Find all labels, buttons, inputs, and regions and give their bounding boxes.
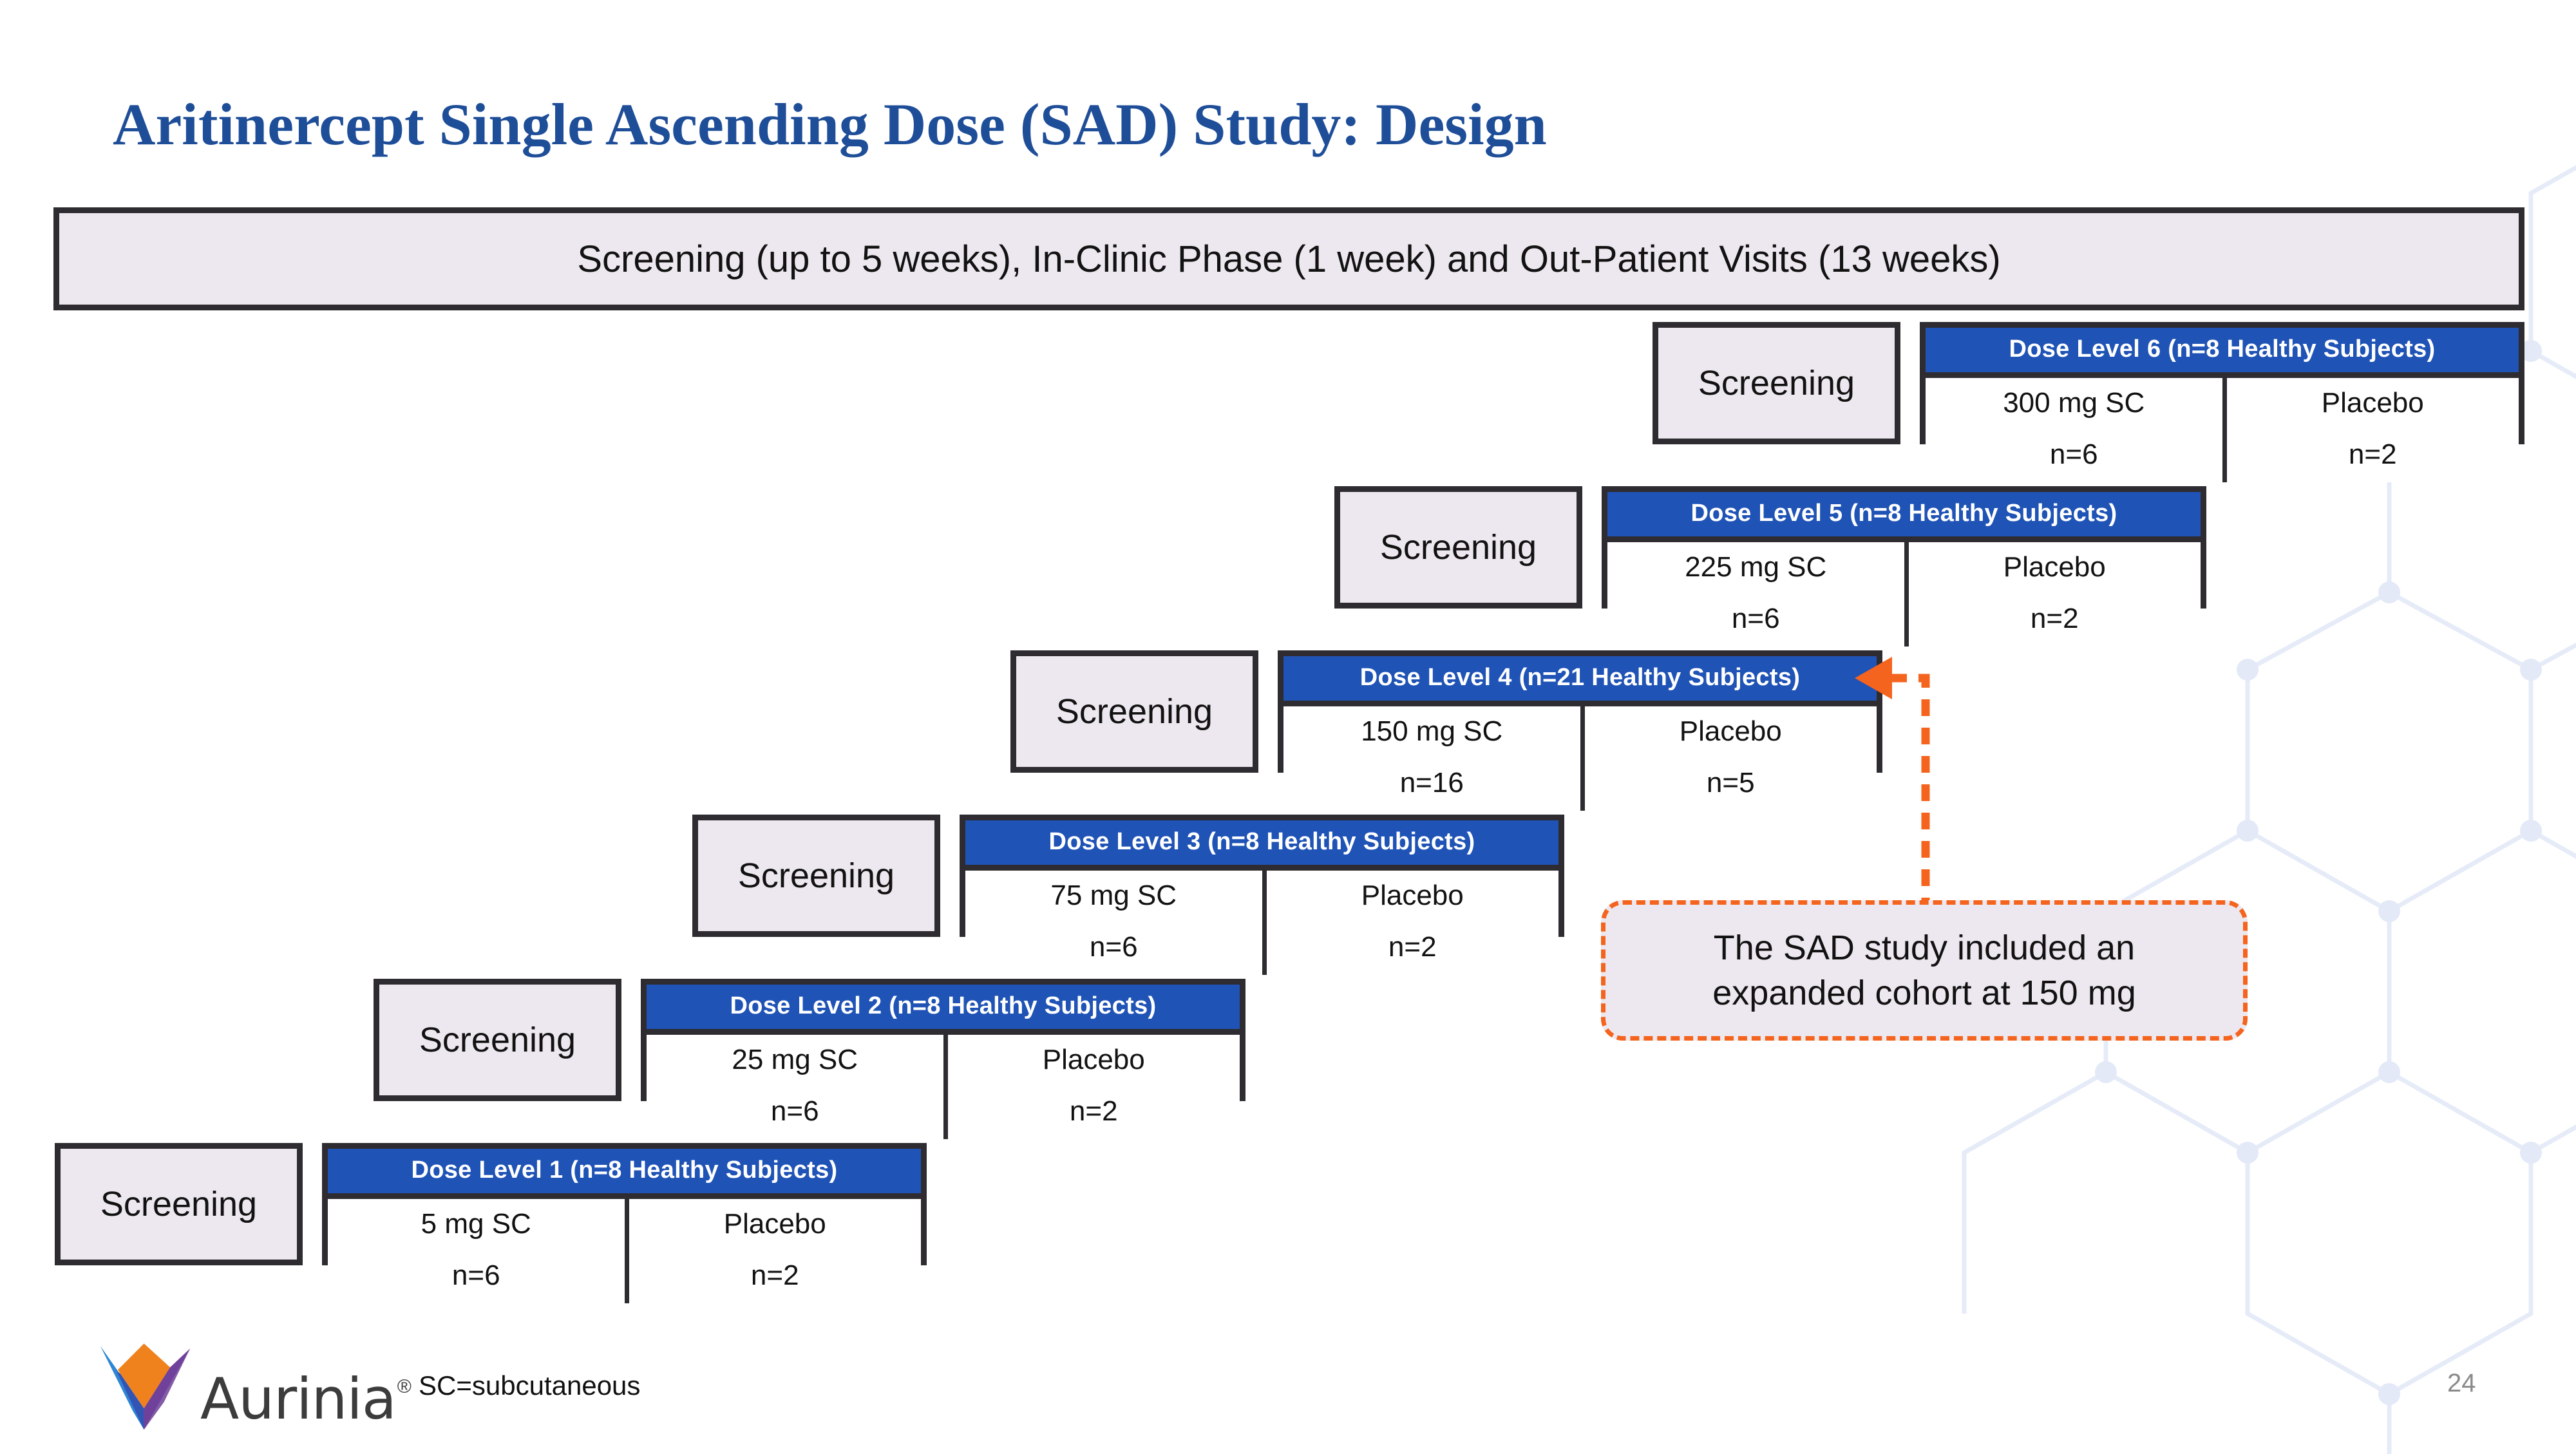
arm-n-label: n=2 bbox=[2348, 439, 2397, 470]
screening-box-dose-level-6: Screening bbox=[1653, 322, 1900, 444]
dose-header-5: Dose Level 5 (n=8 Healthy Subjects) bbox=[1607, 492, 2201, 542]
dose-arm-active-2: 25 mg SC n=6 bbox=[647, 1035, 943, 1139]
dose-arm-active-6: 300 mg SC n=6 bbox=[1926, 378, 2222, 482]
arm-n-label: n=2 bbox=[750, 1260, 799, 1291]
dose-arm-active-3: 75 mg SC n=6 bbox=[965, 871, 1262, 975]
dose-arm-active-5: 225 mg SC n=6 bbox=[1607, 542, 1904, 647]
dose-arm-placebo-1: Placebo n=2 bbox=[624, 1199, 921, 1303]
abbreviation-note: SC=subcutaneous bbox=[419, 1370, 641, 1401]
arm-n-label: n=6 bbox=[770, 1095, 819, 1127]
dose-arm-active-4: 150 mg SC n=16 bbox=[1283, 706, 1580, 811]
callout-line-1: The SAD study included an bbox=[1713, 928, 2136, 967]
arm-n-label: n=6 bbox=[1089, 931, 1138, 963]
dose-block-5: Dose Level 5 (n=8 Healthy Subjects) 225 … bbox=[1602, 486, 2206, 647]
expanded-cohort-callout: The SAD study included an expanded cohor… bbox=[1601, 900, 2248, 1041]
dose-header-1: Dose Level 1 (n=8 Healthy Subjects) bbox=[328, 1149, 921, 1199]
arm-dose-label: 225 mg SC bbox=[1685, 551, 1827, 583]
dose-block-2: Dose Level 2 (n=8 Healthy Subjects) 25 m… bbox=[641, 979, 1245, 1139]
arm-dose-label: 5 mg SC bbox=[421, 1208, 531, 1240]
dose-arm-active-1: 5 mg SC n=6 bbox=[328, 1199, 625, 1303]
screening-box-dose-level-3: Screening bbox=[692, 815, 940, 937]
arm-dose-label: Placebo bbox=[2321, 387, 2424, 419]
dose-block-6: Dose Level 6 (n=8 Healthy Subjects) 300 … bbox=[1920, 322, 2524, 482]
arm-dose-label: 75 mg SC bbox=[1050, 880, 1177, 911]
arm-n-label: n=2 bbox=[1069, 1095, 1118, 1127]
screening-label: Screening bbox=[1698, 364, 1855, 402]
dose-arms-3: 75 mg SC n=6 Placebo n=2 bbox=[965, 871, 1558, 975]
dose-arm-placebo-4: Placebo n=5 bbox=[1580, 706, 1877, 811]
screening-box-dose-level-1: Screening bbox=[55, 1143, 303, 1265]
dose-arm-placebo-2: Placebo n=2 bbox=[943, 1035, 1240, 1139]
dose-arm-placebo-5: Placebo n=2 bbox=[1904, 542, 2201, 647]
arm-dose-label: Placebo bbox=[723, 1208, 826, 1240]
page-title: Aritinercept Single Ascending Dose (SAD)… bbox=[113, 91, 1547, 157]
arm-dose-label: Placebo bbox=[2003, 551, 2106, 583]
arm-n-label: n=2 bbox=[2030, 603, 2079, 634]
screening-label: Screening bbox=[1056, 692, 1213, 731]
cohort-row-dose-level-1: Screening Dose Level 1 (n=8 Healthy Subj… bbox=[55, 1143, 927, 1303]
arm-n-label: n=5 bbox=[1706, 767, 1755, 798]
dose-arms-4: 150 mg SC n=16 Placebo n=5 bbox=[1283, 706, 1877, 811]
dose-header-3: Dose Level 3 (n=8 Healthy Subjects) bbox=[965, 820, 1558, 871]
arm-n-label: n=6 bbox=[451, 1260, 500, 1291]
cohort-row-dose-level-6: Screening Dose Level 6 (n=8 Healthy Subj… bbox=[1653, 322, 2524, 482]
study-phase-banner-text: Screening (up to 5 weeks), In-Clinic Pha… bbox=[577, 238, 2001, 280]
arm-n-label: n=6 bbox=[1731, 603, 1780, 634]
arm-dose-label: Placebo bbox=[1679, 715, 1782, 747]
screening-label: Screening bbox=[1379, 528, 1537, 567]
dose-block-3: Dose Level 3 (n=8 Healthy Subjects) 75 m… bbox=[960, 815, 1564, 975]
screening-box-dose-level-2: Screening bbox=[374, 979, 621, 1101]
cohort-row-dose-level-4: Screening Dose Level 4 (n=21 Healthy Sub… bbox=[1010, 650, 1882, 811]
registered-trademark-symbol: ® bbox=[397, 1376, 412, 1397]
screening-box-dose-level-5: Screening bbox=[1334, 486, 1582, 609]
screening-box-dose-level-4: Screening bbox=[1010, 650, 1258, 773]
arm-dose-label: 300 mg SC bbox=[2003, 387, 2145, 419]
arm-n-label: n=2 bbox=[1388, 931, 1437, 963]
cohort-row-dose-level-5: Screening Dose Level 5 (n=8 Healthy Subj… bbox=[1334, 486, 2206, 647]
dose-arm-placebo-3: Placebo n=2 bbox=[1262, 871, 1558, 975]
dose-arms-1: 5 mg SC n=6 Placebo n=2 bbox=[328, 1199, 921, 1303]
aurinia-logo: Aurinia ® bbox=[95, 1332, 430, 1431]
arm-dose-label: Placebo bbox=[1361, 880, 1464, 911]
arm-dose-label: Placebo bbox=[1042, 1044, 1145, 1075]
study-phase-banner: Screening (up to 5 weeks), In-Clinic Pha… bbox=[53, 207, 2524, 310]
dose-header-2: Dose Level 2 (n=8 Healthy Subjects) bbox=[647, 985, 1240, 1035]
arm-n-label: n=6 bbox=[2049, 439, 2098, 470]
dose-block-4: Dose Level 4 (n=21 Healthy Subjects) 150… bbox=[1278, 650, 1882, 811]
aurinia-tulip-logo-icon bbox=[100, 1343, 191, 1430]
dose-header-6: Dose Level 6 (n=8 Healthy Subjects) bbox=[1926, 328, 2519, 378]
dose-arms-2: 25 mg SC n=6 Placebo n=2 bbox=[647, 1035, 1240, 1139]
dose-block-1: Dose Level 1 (n=8 Healthy Subjects) 5 mg… bbox=[322, 1143, 927, 1303]
screening-label: Screening bbox=[737, 856, 895, 895]
arm-dose-label: 25 mg SC bbox=[732, 1044, 858, 1075]
callout-line-2: expanded cohort at 150 mg bbox=[1712, 974, 2136, 1012]
page-number: 24 bbox=[2447, 1369, 2476, 1397]
aurinia-wordmark: Aurinia bbox=[200, 1366, 397, 1432]
arm-n-label: n=16 bbox=[1399, 767, 1464, 798]
dose-header-4: Dose Level 4 (n=21 Healthy Subjects) bbox=[1283, 656, 1877, 706]
cohort-row-dose-level-3: Screening Dose Level 3 (n=8 Healthy Subj… bbox=[692, 815, 1564, 975]
screening-label: Screening bbox=[419, 1021, 576, 1059]
arm-dose-label: 150 mg SC bbox=[1361, 715, 1503, 747]
screening-label: Screening bbox=[100, 1185, 258, 1223]
dose-arm-placebo-6: Placebo n=2 bbox=[2222, 378, 2519, 482]
cohort-row-dose-level-2: Screening Dose Level 2 (n=8 Healthy Subj… bbox=[374, 979, 1245, 1139]
dose-arms-6: 300 mg SC n=6 Placebo n=2 bbox=[1926, 378, 2519, 482]
dose-arms-5: 225 mg SC n=6 Placebo n=2 bbox=[1607, 542, 2201, 647]
